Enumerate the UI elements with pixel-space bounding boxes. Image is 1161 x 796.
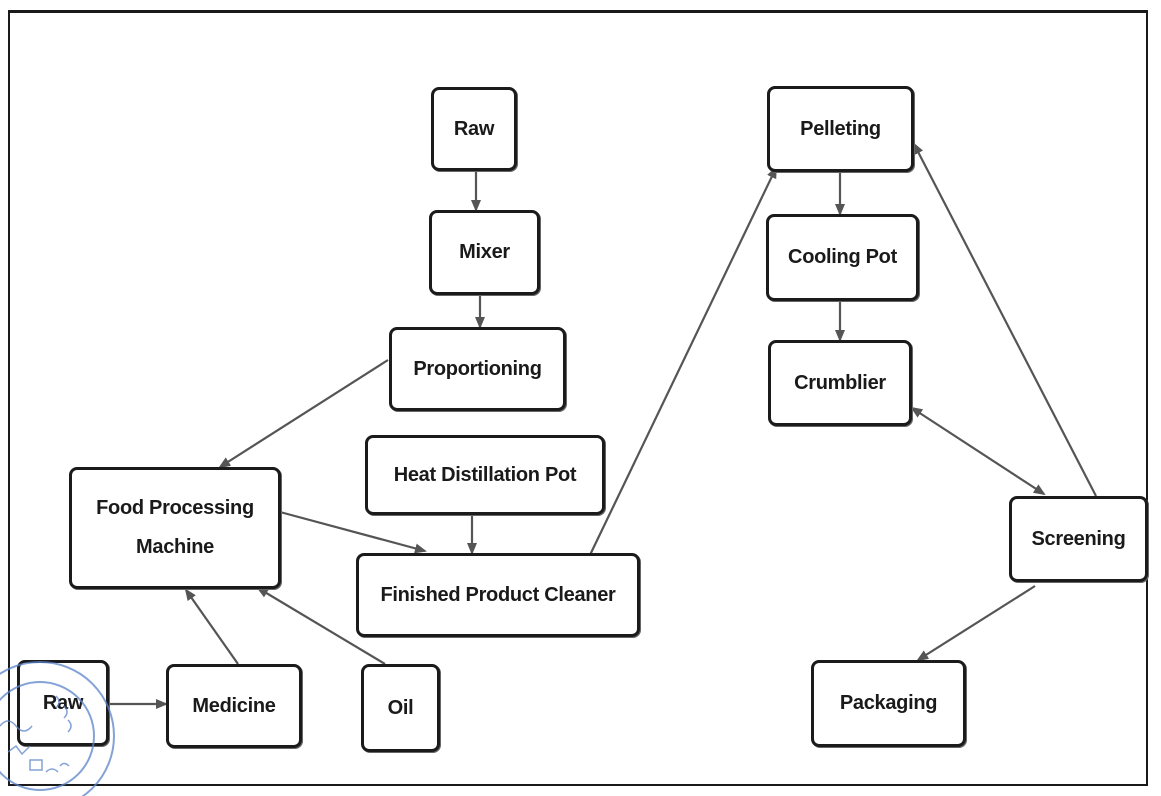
node-crumblier: Crumblier bbox=[768, 340, 912, 426]
node-proportioning: Proportioning bbox=[389, 327, 566, 411]
node-mixer: Mixer bbox=[429, 210, 540, 295]
node-packaging-label: Packaging bbox=[839, 692, 938, 714]
node-screening-label: Screening bbox=[1031, 527, 1126, 550]
node-food-processing-machine: Food Processing Machine bbox=[69, 467, 281, 589]
node-food-processing-label-line2: Machine bbox=[136, 536, 214, 558]
node-food-processing-label-line1: Food Processing bbox=[96, 497, 254, 519]
node-medicine: Medicine bbox=[166, 664, 302, 748]
node-cooling-pot-label: Cooling Pot bbox=[788, 246, 897, 268]
node-medicine-label: Medicine bbox=[192, 694, 276, 717]
node-raw-top-label: Raw bbox=[453, 117, 495, 140]
node-cooling-pot: Cooling Pot bbox=[766, 214, 919, 301]
node-finished-product-cleaner: Finished Product Cleaner bbox=[356, 553, 640, 637]
node-packaging: Packaging bbox=[811, 660, 966, 747]
node-pelleting: Pelleting bbox=[767, 86, 914, 172]
node-crumblier-label: Crumblier bbox=[794, 371, 886, 394]
node-proportioning-label: Proportioning bbox=[413, 357, 542, 380]
official-seal-stamp bbox=[0, 661, 115, 796]
node-heat-distillation-pot-label: Heat Distillation Pot bbox=[393, 463, 577, 486]
node-oil-label: Oil bbox=[387, 696, 414, 719]
node-screening: Screening bbox=[1009, 496, 1148, 582]
node-raw-bottom-label: Raw bbox=[42, 691, 84, 714]
node-mixer-label: Mixer bbox=[459, 241, 510, 263]
diagram-frame bbox=[8, 10, 1148, 786]
node-pelleting-label: Pelleting bbox=[800, 117, 881, 140]
node-finished-product-cleaner-label: Finished Product Cleaner bbox=[380, 583, 616, 606]
node-oil: Oil bbox=[361, 664, 440, 752]
node-raw-top: Raw bbox=[431, 87, 517, 171]
node-heat-distillation-pot: Heat Distillation Pot bbox=[365, 435, 605, 515]
